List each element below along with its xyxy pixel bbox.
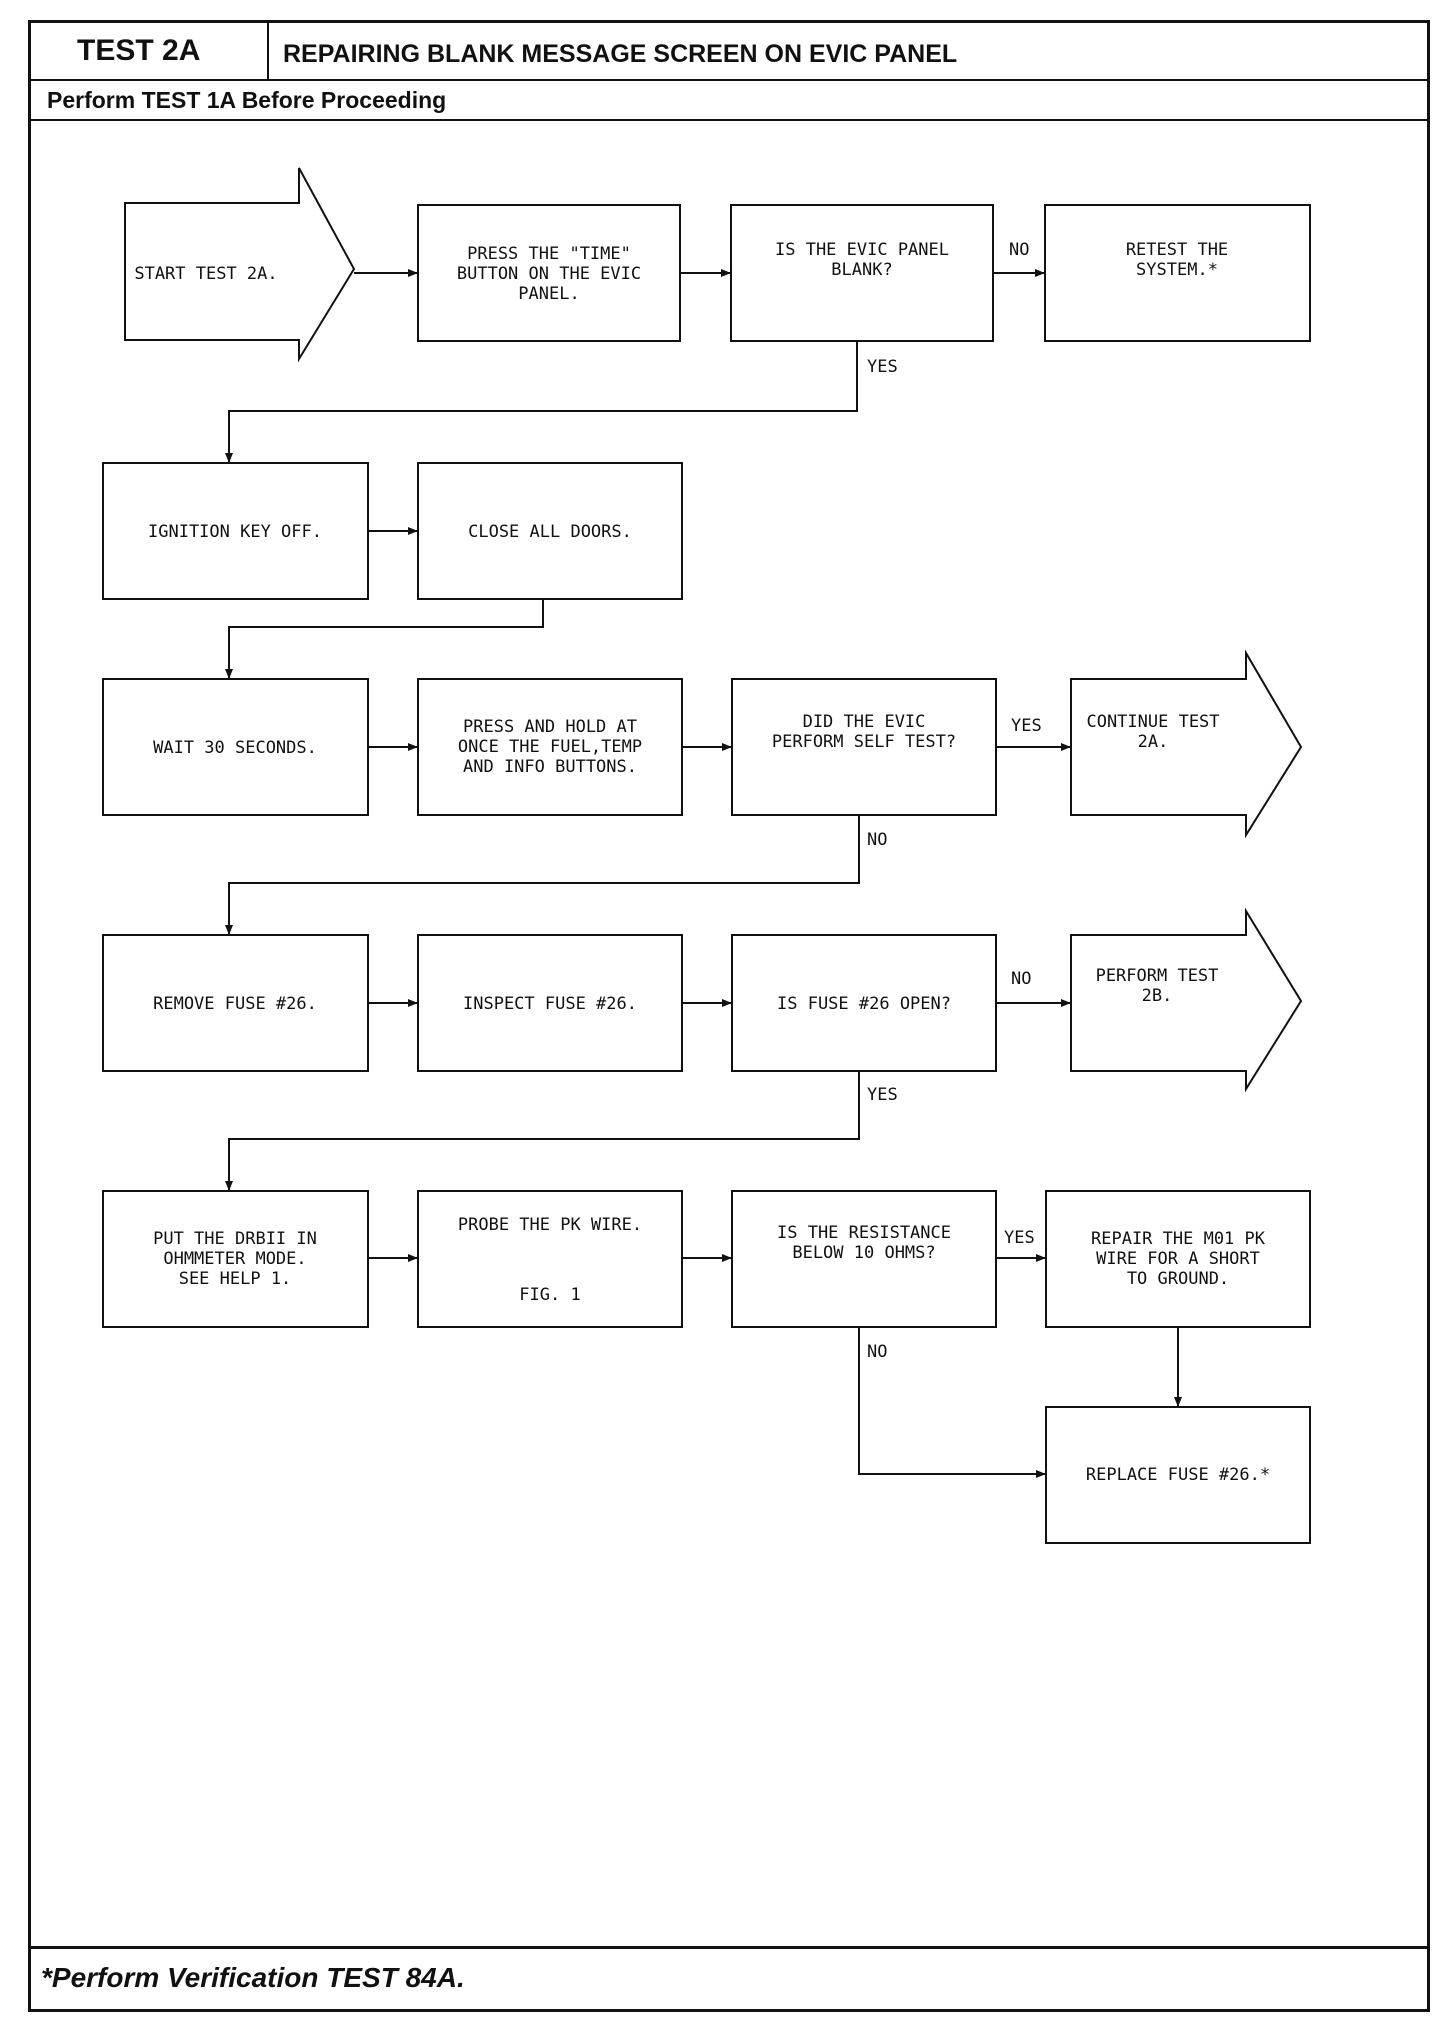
node-text-line: IS FUSE #26 OPEN? bbox=[777, 994, 951, 1014]
node-text: PROBE THE PK WIRE. bbox=[458, 1215, 642, 1235]
edge-label-yes-continue: YES bbox=[1011, 716, 1042, 736]
node-text-line: PUT THE DRBII IN bbox=[153, 1229, 317, 1249]
node-text-line: WAIT 30 SECONDS. bbox=[153, 738, 317, 758]
node-text-line: START TEST 2A. bbox=[134, 264, 277, 284]
node-replace-fuse: REPLACE FUSE #26.* bbox=[1045, 1406, 1311, 1544]
edge-label-yes-blank: YES bbox=[867, 357, 898, 377]
node-text: CLOSE ALL DOORS. bbox=[468, 522, 632, 542]
node-text-line: REPAIR THE M01 PK bbox=[1091, 1229, 1266, 1249]
node-close-doors: CLOSE ALL DOORS. bbox=[417, 462, 683, 600]
node-text: IS FUSE #26 OPEN? bbox=[777, 994, 951, 1014]
node-text-line: 2A. bbox=[1138, 732, 1169, 752]
node-text-line: PERFORM SELF TEST? bbox=[772, 732, 956, 752]
edge-label-no-retest: NO bbox=[1009, 240, 1029, 260]
node-text: WAIT 30 SECONDS. bbox=[153, 738, 317, 758]
node-text-line: SEE HELP 1. bbox=[179, 1269, 292, 1289]
node-remove-fuse: REMOVE FUSE #26. bbox=[102, 934, 369, 1072]
node-inspect-fuse: INSPECT FUSE #26. bbox=[417, 934, 683, 1072]
node-text-line: DID THE EVIC bbox=[803, 712, 926, 732]
node-text-line: PERFORM TEST bbox=[1096, 966, 1219, 986]
node-text-line: PROBE THE PK WIRE. bbox=[458, 1215, 642, 1235]
node-probe-pk-wire: PROBE THE PK WIRE. FIG. 1 bbox=[417, 1190, 683, 1328]
node-text-line: PANEL. bbox=[518, 284, 579, 304]
node-text: IGNITION KEY OFF. bbox=[148, 522, 322, 542]
node-text-line: REPLACE FUSE #26.* bbox=[1086, 1465, 1270, 1485]
node-text-line: AND INFO BUTTONS. bbox=[463, 757, 637, 777]
node-text-line: TO GROUND. bbox=[1127, 1269, 1229, 1289]
node-text-line: IS THE EVIC PANEL bbox=[775, 240, 949, 260]
test-title: REPAIRING BLANK MESSAGE SCREEN ON EVIC P… bbox=[283, 40, 958, 68]
node-text: REPLACE FUSE #26.* bbox=[1086, 1465, 1270, 1485]
flowchart: START TEST 2A. PRESS THE "TIME"BUTTON ON… bbox=[102, 167, 1311, 1544]
node-text-line: 2B. bbox=[1142, 986, 1173, 1006]
edge-label-no-perform2b: NO bbox=[1011, 969, 1031, 989]
edge-label-yes-fuse-open: YES bbox=[867, 1085, 898, 1105]
node-text: INSPECT FUSE #26. bbox=[463, 994, 637, 1014]
node-start: START TEST 2A. bbox=[124, 167, 356, 363]
header-bar: TEST 2A REPAIRING BLANK MESSAGE SCREEN O… bbox=[31, 23, 1427, 81]
node-text-line: IGNITION KEY OFF. bbox=[148, 522, 322, 542]
test-id: TEST 2A bbox=[31, 23, 269, 79]
edge-label-no-resistance: NO bbox=[867, 1342, 887, 1362]
node-text-line: OHMMETER MODE. bbox=[163, 1249, 306, 1269]
footer-note: *Perform Verification TEST 84A. bbox=[31, 1946, 1427, 2009]
edge-label-yes-resistance: YES bbox=[1004, 1228, 1035, 1248]
node-text: START TEST 2A. bbox=[134, 264, 277, 284]
node-text-line: PRESS THE "TIME" bbox=[467, 244, 631, 264]
node-text-line: REMOVE FUSE #26. bbox=[153, 994, 317, 1014]
prerequisite-note: Perform TEST 1A Before Proceeding bbox=[31, 81, 1427, 121]
node-text-line: SYSTEM.* bbox=[1136, 260, 1218, 280]
node-text-line: INSPECT FUSE #26. bbox=[463, 994, 637, 1014]
node-text-line: CONTINUE TEST bbox=[1086, 712, 1219, 732]
node-text-line: IS THE RESISTANCE bbox=[777, 1223, 951, 1243]
node-text-line: BLANK? bbox=[831, 260, 892, 280]
node-text-line: WIRE FOR A SHORT bbox=[1096, 1249, 1260, 1269]
edge-label-no-selftest: NO bbox=[867, 830, 887, 850]
node-text-line: CLOSE ALL DOORS. bbox=[468, 522, 632, 542]
node-ignition-off: IGNITION KEY OFF. bbox=[102, 462, 369, 600]
node-text: REMOVE FUSE #26. bbox=[153, 994, 317, 1014]
node-wait-30s: WAIT 30 SECONDS. bbox=[102, 678, 369, 816]
node-question-fuse-open: IS FUSE #26 OPEN? bbox=[731, 934, 997, 1072]
test-page: TEST 2A REPAIRING BLANK MESSAGE SCREEN O… bbox=[28, 20, 1430, 2012]
probe-fig-label: FIG. 1 bbox=[519, 1285, 580, 1305]
node-text-line: RETEST THE bbox=[1126, 240, 1228, 260]
node-text-line: ONCE THE FUEL,TEMP bbox=[458, 737, 642, 757]
node-text-line: BELOW 10 OHMS? bbox=[792, 1243, 935, 1263]
node-text-line: BUTTON ON THE EVIC bbox=[457, 264, 641, 284]
node-text-line: PRESS AND HOLD AT bbox=[463, 717, 637, 737]
flow-edges bbox=[225, 269, 1182, 1478]
